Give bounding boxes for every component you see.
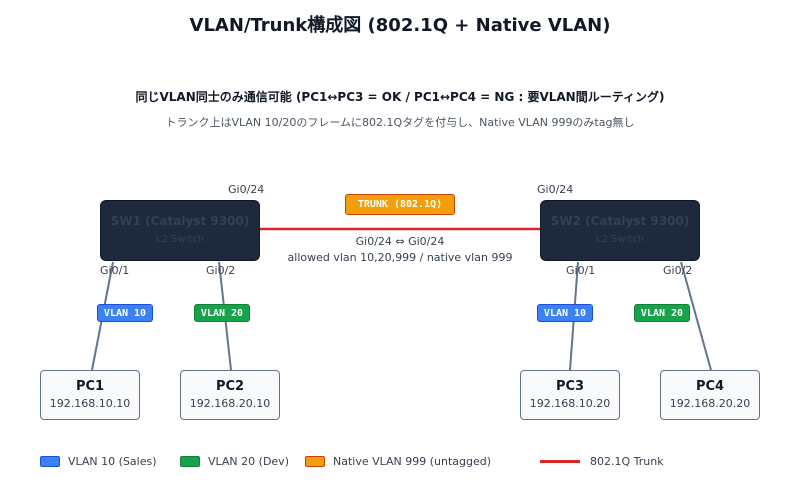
trunk-label: TRUNK (802.1Q) [345,194,455,215]
pc-ip: 192.168.20.10 [189,397,271,410]
legend-native: Native VLAN 999 (untagged) [305,452,491,470]
switch-sw2[interactable]: SW2 (Catalyst 9300) L2 Switch [540,200,700,261]
legend-trunk-line [540,459,580,463]
legend-swatch-blue [40,455,60,467]
legend-swatch-orange [305,455,325,467]
legend-label: VLAN 20 (Dev) [208,454,289,468]
legend-vlan20: VLAN 20 (Dev) [180,452,289,470]
pc-ip: 192.168.10.10 [49,397,131,410]
port-label-sw1-gi0-1: Gi0/1 [100,264,130,277]
legend-label: 802.1Q Trunk [590,454,664,468]
switch-name: SW1 (Catalyst 9300) [110,214,250,228]
vlan-tag-sw2-gi0-1: VLAN 10 [537,304,593,322]
page-title: VLAN/Trunk構成図 (802.1Q + Native VLAN) [189,15,611,36]
port-label-sw2-gi0-2: Gi0/2 [663,264,693,277]
pc4-node[interactable]: PC4 192.168.20.20 [660,370,760,420]
trunk-allowed: allowed vlan 10,20,999 / native vlan 999 [287,251,513,264]
switch-sw1[interactable]: SW1 (Catalyst 9300) L2 Switch [100,200,260,261]
pc-name: PC3 [555,379,585,394]
vlan-tag-sw2-gi0-2: VLAN 20 [634,304,690,322]
legend-trunk: 802.1Q Trunk [540,452,664,470]
pc3-node[interactable]: PC3 192.168.10.20 [520,370,620,420]
pc2-node[interactable]: PC2 192.168.20.10 [180,370,280,420]
port-label-sw1-uplink: Gi0/24 [228,183,265,196]
switch-role: L2 Switch [595,234,645,245]
vlan-tag-sw1-gi0-1: VLAN 10 [97,304,153,322]
switch-name: SW2 (Catalyst 9300) [550,214,690,228]
pc-name: PC2 [215,379,245,394]
pc-ip: 192.168.10.20 [529,397,611,410]
pc-name: PC4 [695,379,725,394]
switch-role: L2 Switch [155,234,205,245]
legend-label: Native VLAN 999 (untagged) [333,454,492,468]
subtitle: 同じVLAN同士のみ通信可能 (PC1↔PC3 = OK / PC1↔PC4 =… [135,90,665,104]
trunk-description: Gi0/24 ⇔ Gi0/24 allowed vlan 10,20,999 /… [270,234,530,266]
pc1-node[interactable]: PC1 192.168.10.10 [40,370,140,420]
pc-name: PC1 [75,379,105,394]
legend-vlan10: VLAN 10 (Sales) [40,452,157,470]
port-label-sw2-gi0-1: Gi0/1 [566,264,596,277]
trunk-ports: Gi0/24 ⇔ Gi0/24 [355,235,445,248]
port-label-sw1-gi0-2: Gi0/2 [206,264,236,277]
pc-ip: 192.168.20.20 [669,397,751,410]
port-label-sw2-uplink: Gi0/24 [537,183,574,196]
link-sw2-pc4 [680,261,712,371]
legend-swatch-green [180,455,200,467]
trunk-note: トランク上はVLAN 10/20のフレームに802.1Qタグを付与し、Nativ… [165,116,635,129]
vlan-tag-sw1-gi0-2: VLAN 20 [194,304,250,322]
legend-label: VLAN 10 (Sales) [68,454,157,468]
